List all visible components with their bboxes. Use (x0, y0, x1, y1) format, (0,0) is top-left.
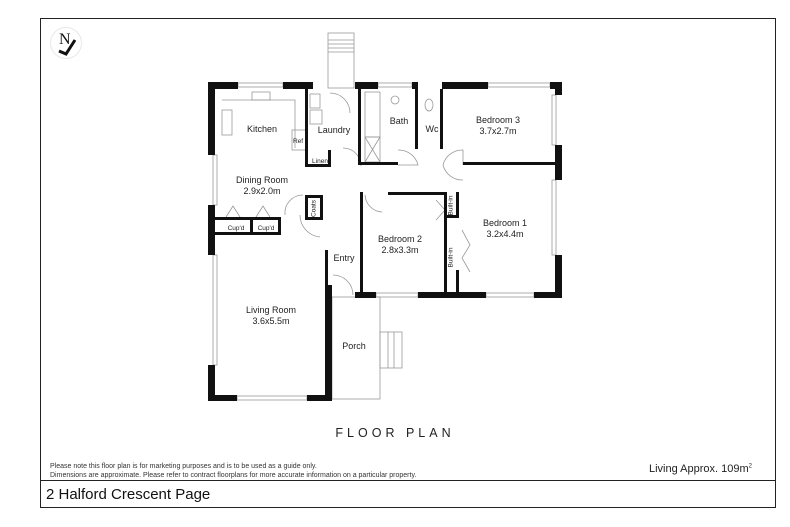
room-label-built-in-2: Built-in (447, 247, 455, 268)
north-letter: N (59, 31, 71, 48)
bedroom-1-name: Bedroom 1 (482, 218, 528, 228)
room-label-ref: Ref (292, 138, 304, 145)
footer-divider (40, 480, 776, 481)
room-label-cupboard-1: Cup'd (227, 225, 245, 232)
compass: N (50, 27, 82, 59)
living-area-label: Living Approx. 109m (648, 463, 749, 475)
room-label-wc: Wc (425, 124, 439, 134)
room-label-living-room: Living Room 3.6x5.5m (246, 305, 296, 327)
living-area: Living Approx. 109m2 (649, 463, 752, 475)
room-label-kitchen: Kitchen (246, 124, 278, 134)
room-label-bedroom-2: Bedroom 2 2.8x3.3m (378, 234, 422, 256)
bedroom-3-name: Bedroom 3 (475, 115, 521, 125)
living-room-name: Living Room (245, 305, 297, 315)
disclaimer: Please note this floor plan is for marke… (50, 462, 416, 480)
bedroom-2-size: 2.8x3.3m (381, 245, 419, 255)
dining-room-name: Dining Room (235, 175, 289, 185)
room-label-bedroom-3: Bedroom 3 3.7x2.7m (476, 115, 520, 137)
room-label-coats: Coats (310, 200, 318, 217)
plan-title: FLOOR PLAN (335, 426, 455, 440)
property-address: 2 Halford Crescent Page (46, 486, 211, 503)
bedroom-1-size: 3.2x4.4m (486, 229, 524, 239)
room-label-cupboard-2: Cup'd (257, 225, 275, 232)
disclaimer-line-1: Please note this floor plan is for marke… (50, 463, 317, 470)
room-label-dining-room: Dining Room 2.9x2.0m (236, 175, 288, 197)
area-unit-superscript: 2 (748, 463, 752, 470)
room-label-linen: Linen (312, 158, 328, 165)
north-arrow-icon (58, 39, 77, 56)
room-label-porch: Porch (342, 341, 366, 351)
room-label-entry: Entry (333, 253, 355, 263)
dining-room-size: 2.9x2.0m (243, 186, 281, 196)
bedroom-3-size: 3.7x2.7m (479, 126, 517, 136)
living-room-size: 3.6x5.5m (252, 316, 290, 326)
disclaimer-line-2: Dimensions are approximate. Please refer… (50, 472, 417, 479)
page-frame (40, 18, 776, 508)
room-label-bath: Bath (389, 116, 409, 126)
room-label-built-in-1: Built-in (447, 195, 455, 216)
room-label-laundry: Laundry (317, 125, 351, 135)
room-label-bedroom-1: Bedroom 1 3.2x4.4m (483, 218, 527, 240)
bedroom-2-name: Bedroom 2 (377, 234, 423, 244)
